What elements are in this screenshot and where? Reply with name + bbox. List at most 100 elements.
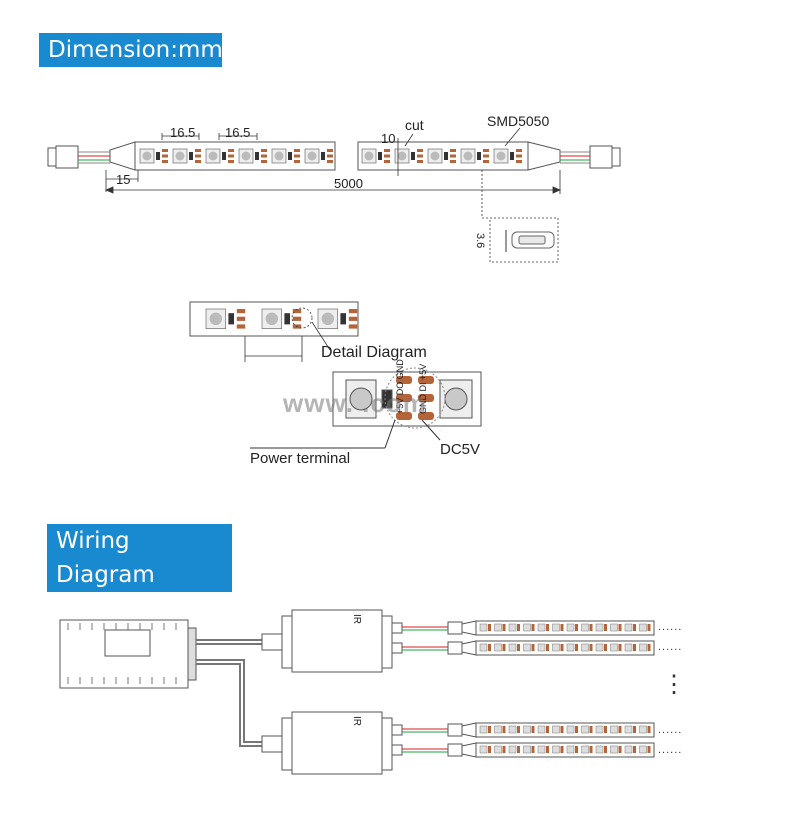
- mini-pad: [531, 644, 535, 651]
- top-right-led-chips: [361, 148, 522, 164]
- led-lens: [430, 151, 440, 161]
- solder-pad: [236, 324, 246, 329]
- mini-led: [566, 725, 575, 734]
- mini-pad: [604, 746, 607, 753]
- mini-pad: [531, 726, 535, 733]
- led-lens: [307, 151, 317, 161]
- width-label: 10: [381, 131, 396, 146]
- mini-led: [552, 643, 560, 652]
- solder-pad: [261, 149, 267, 152]
- mini-led: [523, 725, 531, 734]
- mini-led: [581, 745, 589, 754]
- solder-pad: [195, 160, 201, 163]
- resistor: [156, 152, 160, 160]
- solder-pad: [228, 160, 234, 163]
- solder-pad: [450, 160, 456, 163]
- mini-pad: [560, 746, 564, 753]
- mini-led: [552, 725, 560, 734]
- strip-body: [475, 742, 655, 758]
- detail-led-chips: [205, 308, 358, 329]
- strip-sleeve: [461, 620, 477, 636]
- mini-led: [639, 745, 647, 754]
- mini-pad: [618, 726, 622, 733]
- mini-led: [624, 725, 633, 734]
- resistor: [510, 152, 514, 160]
- solder-pad: [450, 149, 456, 152]
- led-lens: [496, 151, 506, 161]
- pitch-label-a: 16.5: [170, 125, 196, 140]
- solder-pad: [261, 154, 267, 158]
- output-led-strips: [391, 620, 655, 758]
- detail-diagram-title: Detail Diagram: [321, 344, 427, 361]
- mini-led: [581, 623, 589, 632]
- solder-pad: [195, 154, 201, 158]
- solder-pad: [516, 160, 522, 163]
- mini-led: [523, 643, 531, 652]
- solder-pad: [483, 160, 489, 163]
- mini-led: [581, 643, 589, 652]
- controller-2: [261, 711, 393, 775]
- controller-2-ir-label: IR: [351, 716, 362, 726]
- more-strips-3: ......: [658, 724, 683, 736]
- mini-led: [523, 745, 531, 754]
- wiring-section-title: Wiring Diagram: [47, 524, 232, 592]
- resistor: [255, 152, 259, 160]
- power-terminal-label: Power terminal: [250, 450, 351, 467]
- solder-pad: [294, 149, 300, 152]
- resistor: [228, 313, 234, 325]
- mini-pad: [488, 644, 491, 651]
- solder-pad: [327, 149, 333, 152]
- led-lens: [142, 151, 152, 161]
- controller-1: [261, 609, 393, 673]
- mini-led: [595, 745, 604, 754]
- resistor: [288, 152, 292, 160]
- mini-pad: [502, 624, 506, 631]
- dimension-lines: [104, 127, 562, 219]
- mini-pad: [604, 624, 607, 631]
- led-lens: [274, 151, 284, 161]
- mini-led: [566, 643, 575, 652]
- mini-pad: [647, 726, 651, 733]
- mini-pad: [546, 624, 549, 631]
- solder-pad: [236, 316, 246, 321]
- more-strips-1: ......: [658, 621, 683, 633]
- mini-led: [610, 725, 618, 734]
- mini-led: [624, 745, 633, 754]
- led-lens: [209, 312, 223, 326]
- led-lens: [397, 151, 407, 161]
- mini-pad: [502, 726, 506, 733]
- mini-pad: [618, 746, 622, 753]
- solder-pad: [162, 149, 168, 152]
- mini-pad: [589, 726, 593, 733]
- mini-led: [595, 725, 604, 734]
- mini-led: [479, 745, 488, 754]
- mini-pad: [589, 644, 593, 651]
- pitch-label-b: 16.5: [225, 125, 251, 140]
- total-length-label: 5000: [334, 176, 363, 191]
- mini-led: [610, 643, 618, 652]
- resistor: [189, 152, 193, 160]
- strip-connector: [447, 621, 463, 635]
- mini-led: [552, 623, 560, 632]
- top-left-led-chips: [139, 148, 333, 164]
- mini-pad: [589, 746, 593, 753]
- resistor: [321, 152, 325, 160]
- mini-pad: [517, 624, 520, 631]
- controller-output-plug: [391, 622, 403, 634]
- led-strip-top-left: [47, 141, 336, 171]
- mini-led: [523, 623, 531, 632]
- mini-pad: [502, 644, 506, 651]
- controller-output-plug: [391, 642, 403, 654]
- strip-connector: [447, 723, 463, 737]
- solder-pad: [516, 154, 522, 158]
- mini-pad: [517, 644, 520, 651]
- solder-pad: [162, 160, 168, 163]
- resistor: [222, 152, 226, 160]
- mini-led: [537, 623, 546, 632]
- strip-body: [475, 620, 655, 636]
- voltage-label: DC5V: [440, 441, 481, 458]
- mini-led: [624, 643, 633, 652]
- mini-pad: [575, 726, 578, 733]
- more-strips-2: ......: [658, 641, 683, 653]
- mini-led: [552, 745, 560, 754]
